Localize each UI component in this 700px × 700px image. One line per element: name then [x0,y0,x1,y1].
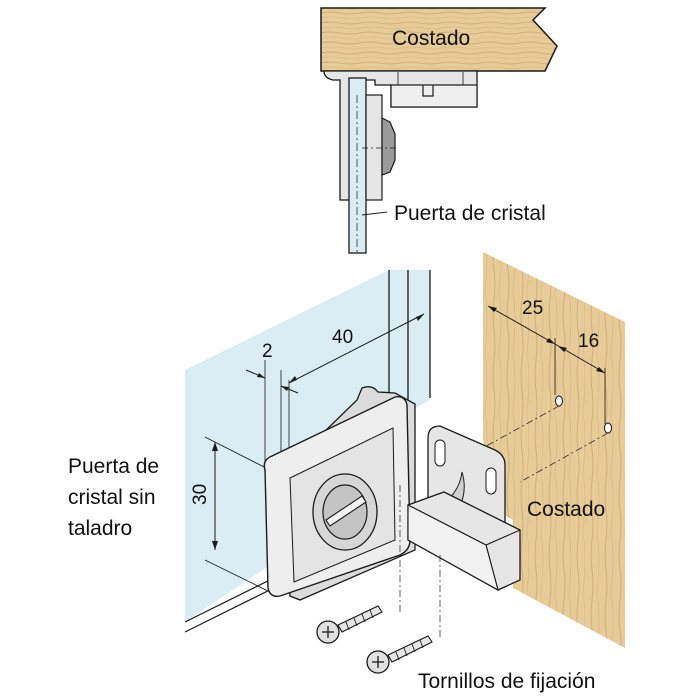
catch-slot-right [485,467,497,495]
dimension-40-label: 40 [332,327,353,348]
screws-label: Tornillos de fijación [418,670,595,693]
screw-hole-right [604,422,612,434]
glass-no-drill-label-line2: cristal sin [68,486,156,509]
dimension-40-2: 40 2 [245,313,425,475]
glass-door-edge [388,270,431,410]
top-panel-wood [320,7,558,72]
glass-no-drill-label-line1: Puerta de [68,455,159,478]
top-glass-door [348,77,367,254]
top-catch-block [390,84,478,108]
dimension-25-label: 25 [522,298,543,319]
dimension-25-16: 25 16 [469,298,612,483]
top-glass-label: Puerta de cristal [394,202,546,225]
catch-slot-left [434,439,446,467]
main-perspective-view: Costado 25 16 [68,252,625,693]
dimension-30: 30 [190,436,271,593]
side-panel-wood [483,252,625,648]
fixing-screw-lower [366,635,433,674]
top-detail-view: Costado Puerta de cristal [320,7,558,254]
clamp-screw-slot [325,495,367,527]
glass-no-drill-label-line3: taladro [68,517,132,540]
screw-hole-left [555,395,563,407]
top-screw-knob [381,117,396,176]
dimension-2-label: 2 [262,341,273,362]
top-catch-notch [422,85,434,97]
glass-clamp [263,386,416,601]
fixing-screw-upper [316,605,383,644]
top-panel-label: Costado [392,27,470,50]
top-clamp-plate [365,94,383,201]
side-catch [407,425,521,592]
dimension-16-label: 16 [578,331,599,352]
side-panel-label: Costado [527,498,605,521]
dimension-30-label: 30 [190,484,211,505]
